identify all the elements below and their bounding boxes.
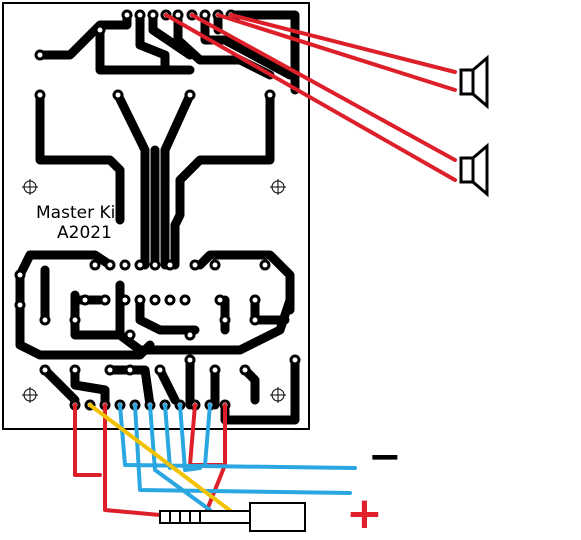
- mounting-hole-right-bottom: [270, 387, 286, 403]
- pcb-pads: [14, 9, 301, 411]
- board-title-line2: A2021: [57, 223, 112, 243]
- mounting-hole-left-top: [22, 179, 38, 195]
- wire-blue-3: [178, 403, 202, 472]
- speaker-icon: [459, 54, 489, 110]
- wire-speaker2-b: [164, 13, 457, 182]
- wire-red-left: [73, 403, 102, 477]
- input-wires-blue: [118, 403, 357, 512]
- speaker-wires: [164, 13, 457, 182]
- mounting-hole-left-bottom: [22, 387, 38, 403]
- wire-blue-2: [163, 403, 172, 470]
- wire-blue-4: [203, 403, 212, 467]
- speaker-icon: [459, 142, 489, 198]
- wire-blue-plus: [133, 403, 352, 495]
- wire-speaker2-a: [190, 13, 457, 162]
- wire-speaker1-b: [216, 13, 457, 92]
- wire-blue-minus: [118, 403, 357, 470]
- wire-yellow: [88, 403, 242, 520]
- connector-icon: [159, 502, 306, 532]
- board-title-line1: Master Kit: [36, 203, 122, 223]
- mounting-hole-right-top: [270, 179, 286, 195]
- minus-symbol: −: [368, 434, 402, 480]
- wire-speaker1-a: [229, 13, 457, 74]
- wire-red-mid: [103, 403, 162, 517]
- mounting-holes: [22, 179, 286, 403]
- wire-blue-1: [148, 403, 212, 512]
- plus-symbol: +: [346, 488, 383, 539]
